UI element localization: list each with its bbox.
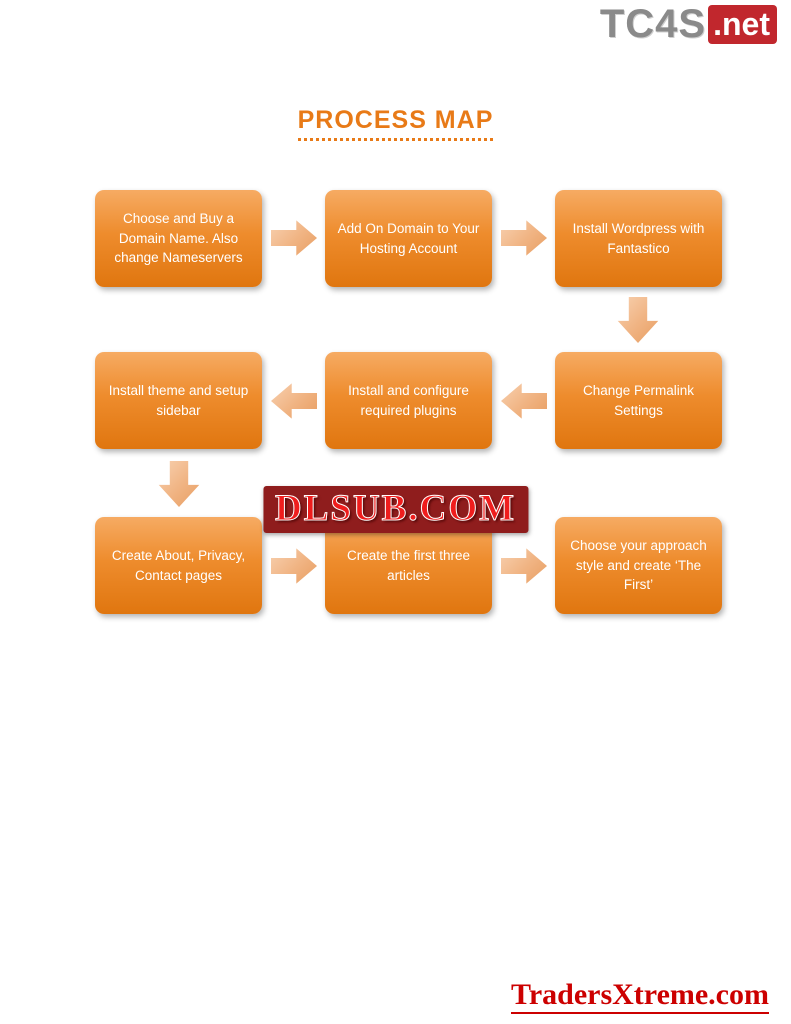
flow-step-1-label: Choose and Buy a Domain Name. Also chang… — [114, 211, 243, 266]
footer-watermark: TradersXtreme.com — [511, 978, 769, 1014]
logo-tld-badge: .net — [708, 4, 777, 44]
logo-text: TC4S — [599, 2, 707, 46]
arrow-right-icon — [501, 548, 547, 584]
page-title-text: PROCESS MAP — [297, 106, 494, 141]
arrow-right-icon — [501, 220, 547, 256]
arrow-left-icon — [271, 383, 317, 419]
flow-step-2-label: Add On Domain to Your Hosting Account — [337, 220, 480, 256]
footer-watermark-text: TradersXtreme.com — [511, 978, 769, 1014]
arrow-right-icon — [271, 220, 317, 256]
flow-step-1: Choose and Buy a Domain Name. Also chang… — [95, 190, 262, 287]
flow-step-6-label: Install theme and setup sidebar — [108, 382, 249, 418]
flow-step-7: Create About, Privacy, Contact pages — [95, 517, 262, 614]
flow-step-9: Choose your approach style and create ‘T… — [555, 517, 722, 614]
arrow-down-icon — [617, 297, 659, 343]
flow-step-3-label: Install Wordpress with Fantastico — [572, 220, 705, 256]
flow-step-5: Install and configure required plugins — [325, 352, 492, 449]
flow-step-4: Change Permalink Settings — [555, 352, 722, 449]
flow-step-8-label: Create the first three articles — [346, 547, 471, 583]
flow-step-2: Add On Domain to Your Hosting Account — [325, 190, 492, 287]
arrow-right-icon — [271, 548, 317, 584]
flow-step-5-label: Install and configure required plugins — [348, 382, 469, 418]
flow-step-6: Install theme and setup sidebar — [95, 352, 262, 449]
watermark: DLSUB.COM — [262, 486, 529, 533]
watermark-text: DLSUB.COM — [274, 488, 517, 530]
flow-step-4-label: Change Permalink Settings — [582, 382, 695, 418]
flow-step-8: Create the first three articles — [325, 517, 492, 614]
site-logo: TC4S .net — [600, 4, 777, 44]
flow-step-7-label: Create About, Privacy, Contact pages — [111, 547, 246, 583]
arrow-left-icon — [501, 383, 547, 419]
flow-step-9-label: Choose your approach style and create ‘T… — [570, 538, 707, 593]
page-title: PROCESS MAP — [0, 106, 791, 141]
flow-step-3: Install Wordpress with Fantastico — [555, 190, 722, 287]
arrow-down-icon — [158, 461, 200, 507]
